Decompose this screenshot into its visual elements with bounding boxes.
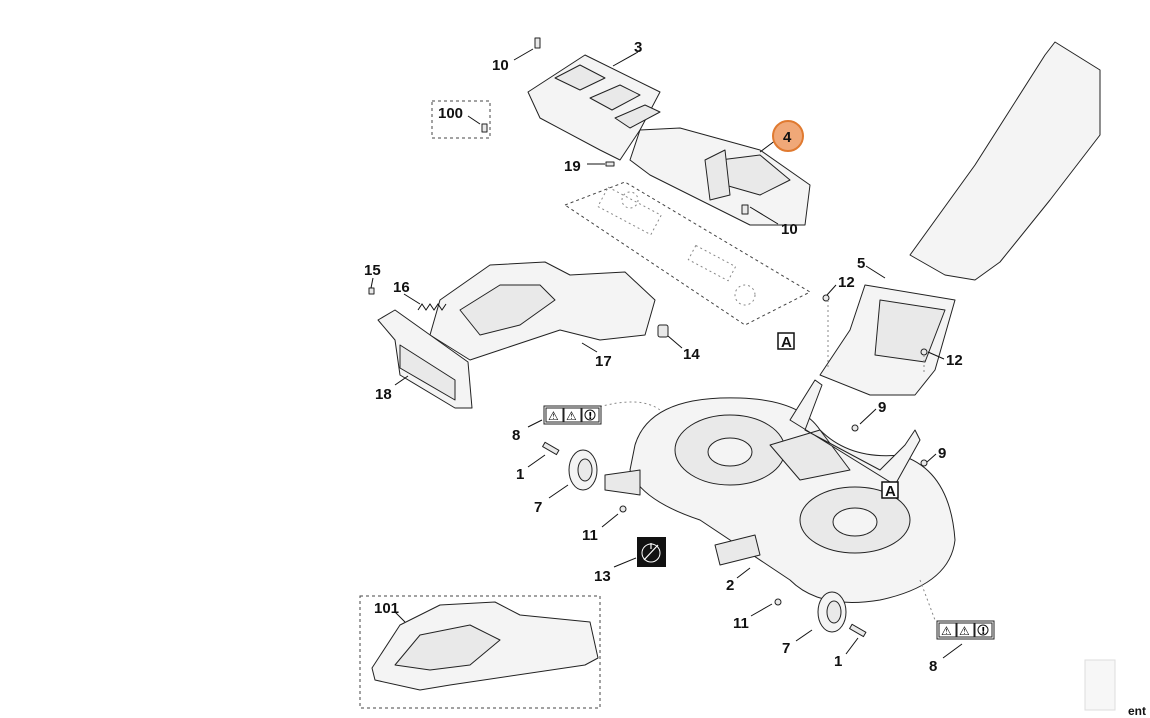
warning-icon: ⚠ <box>941 624 952 638</box>
callout-2: 2 <box>726 577 734 594</box>
callout-4-highlight[interactable]: 4 <box>772 120 804 152</box>
optional-box-101 <box>359 595 601 709</box>
reference-a-bottom: A <box>881 481 899 500</box>
discharge-chute-large <box>909 41 1101 281</box>
leader-lines <box>370 48 963 659</box>
bolt-14[interactable] <box>657 324 669 338</box>
wheel-front[interactable] <box>568 449 598 491</box>
info-icon: ! <box>981 626 986 637</box>
callout-7-bottom: 7 <box>782 640 790 657</box>
corner-panel <box>1084 659 1116 711</box>
bracket-part[interactable] <box>377 309 473 409</box>
callout-15: 15 <box>364 262 381 279</box>
spring-part[interactable] <box>417 303 447 311</box>
warning-icon: ⚠ <box>959 624 970 638</box>
callout-11-bottom: 11 <box>733 615 749 632</box>
svg-text:A: A <box>885 483 896 500</box>
warning-label-left: ⚠ ⚠ ! <box>543 405 602 425</box>
deflector-part[interactable] <box>429 261 656 361</box>
warning-label-right: ⚠ ⚠ ! <box>936 620 995 640</box>
callout-19: 19 <box>564 158 581 175</box>
callout-11-left: 11 <box>582 527 598 544</box>
callout-13: 13 <box>594 568 611 585</box>
warning-icon: ⚠ <box>548 409 559 423</box>
callout-8-bottom: 8 <box>929 658 937 675</box>
callout-labels: 3 10 100 4 19 10 15 16 17 18 14 5 12 12 … <box>364 39 963 675</box>
callout-12: 12 <box>946 352 963 369</box>
callout-9: 9 <box>938 445 946 462</box>
callout-3: 3 <box>634 39 642 56</box>
callout-16: 16 <box>393 279 410 296</box>
info-icon: ! <box>588 411 593 422</box>
callout-100: 100 <box>438 105 463 122</box>
callout-12-top: 12 <box>838 274 855 291</box>
callout-14: 14 <box>683 346 700 363</box>
wheel-rear[interactable] <box>817 591 847 633</box>
callout-18: 18 <box>375 386 392 403</box>
callout-10-top: 10 <box>492 57 509 74</box>
screws <box>368 37 928 638</box>
callout-101: 101 <box>374 600 399 617</box>
callout-4: 4 <box>783 129 792 146</box>
mounting-plate <box>563 181 812 326</box>
warning-icon: ⚠ <box>566 409 577 423</box>
mower-deck-part[interactable] <box>604 397 956 603</box>
reference-a-top: A <box>777 332 795 351</box>
corner-text: ent <box>1128 704 1146 718</box>
callout-5: 5 <box>857 255 865 272</box>
top-cover-part[interactable] <box>527 54 661 161</box>
callout-9-top: 9 <box>878 399 886 416</box>
callout-7-left: 7 <box>534 499 542 516</box>
alt-deflector-part[interactable] <box>371 601 599 691</box>
deck-arm <box>789 379 921 486</box>
callout-17: 17 <box>595 353 612 370</box>
callout-10: 10 <box>781 221 798 238</box>
callout-8-left: 8 <box>512 427 520 444</box>
rear-cover-part[interactable] <box>629 127 811 226</box>
callout-1-left: 1 <box>516 466 524 483</box>
chute-part[interactable] <box>819 284 956 396</box>
guide-lines <box>594 300 936 621</box>
svg-text:A: A <box>781 334 792 351</box>
decal-part[interactable] <box>637 537 666 567</box>
callout-1-bottom: 1 <box>834 653 842 670</box>
